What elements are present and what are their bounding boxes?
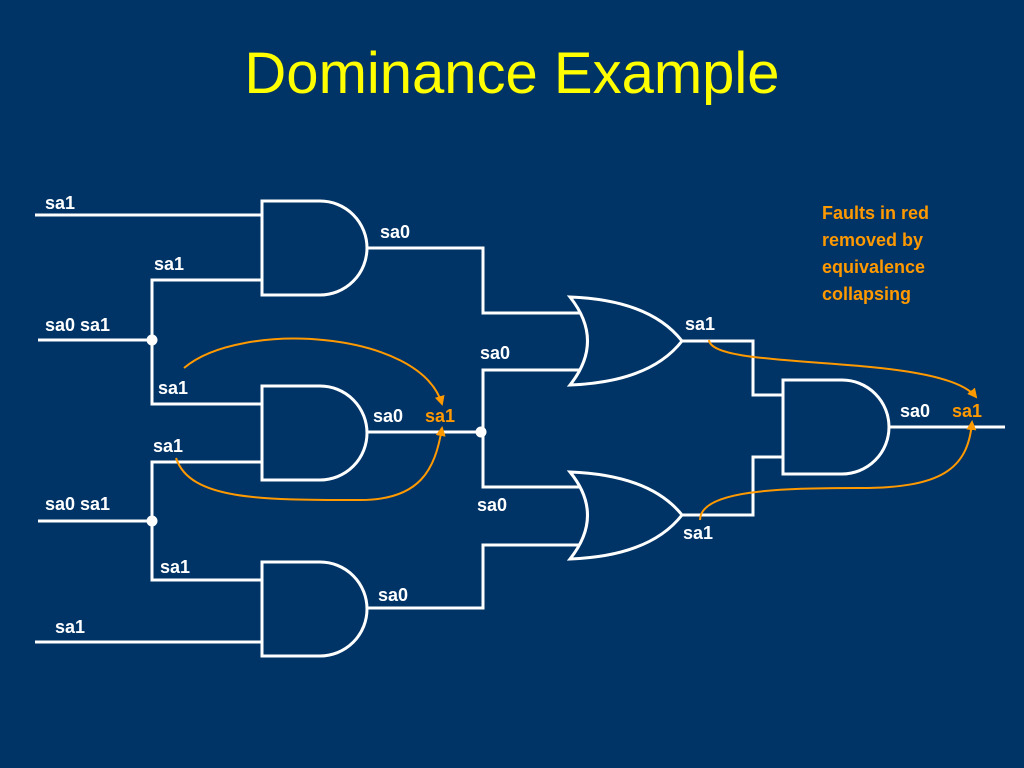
arrow-from-or2 [699, 420, 977, 521]
label-output-sa1-removed: sa1 [952, 401, 982, 421]
dominance-arrows [175, 337, 978, 521]
wire-or1-to-and4 [680, 339, 783, 397]
label-or1-in: sa0 [480, 343, 510, 363]
label-and2-out-sa1-removed: sa1 [425, 406, 455, 426]
note-line-4: collapsing [822, 284, 911, 304]
and-gate-1 [260, 199, 369, 297]
label-output-sa0: sa0 [900, 401, 930, 421]
note-line-2: removed by [822, 230, 923, 250]
slide-title: Dominance Example [244, 41, 780, 106]
label-input-a: sa1 [45, 193, 75, 213]
junction-dot-b [146, 334, 158, 346]
wire-and3-to-or2 [368, 543, 585, 610]
wire-or2-to-and4 [680, 455, 783, 517]
label-or2-out: sa1 [683, 523, 713, 543]
label-or1-out: sa1 [685, 314, 715, 334]
label-and2-out-sa0: sa0 [373, 406, 403, 426]
label-branch-b2: sa1 [158, 378, 188, 398]
or-gate-1 [566, 295, 684, 387]
and-gate-2 [260, 384, 369, 482]
label-branch-c2: sa1 [160, 557, 190, 577]
label-and1-out: sa0 [380, 222, 410, 242]
label-or2-in: sa0 [477, 495, 507, 515]
wire-and2-branch [481, 368, 585, 489]
note-line-3: equivalence [822, 257, 925, 277]
gates [260, 199, 891, 658]
label-input-c: sa0 sa1 [45, 494, 110, 514]
label-branch-b1: sa1 [154, 254, 184, 274]
label-branch-c1: sa1 [153, 436, 183, 456]
label-and3-out: sa0 [378, 585, 408, 605]
and-gate-3 [260, 560, 369, 658]
arrow-from-branch-c [175, 426, 446, 502]
junction-dot-c [146, 515, 158, 527]
and-gate-4 [781, 378, 891, 476]
junction-dot-and2 [475, 426, 487, 438]
wire-and1-to-or1 [368, 246, 585, 315]
note-block: Faults in red removed by equivalence col… [822, 203, 929, 304]
arrow-to-and2-sa1 [183, 337, 445, 406]
label-input-b: sa0 sa1 [45, 315, 110, 335]
note-line-1: Faults in red [822, 203, 929, 223]
label-input-d: sa1 [55, 617, 85, 637]
arrow-to-output-sa1 [708, 339, 978, 399]
fault-labels: sa1 sa0 sa1 sa0 sa1 sa1 sa1 sa1 sa1 sa1 … [45, 193, 982, 637]
or-gate-2 [566, 470, 684, 561]
